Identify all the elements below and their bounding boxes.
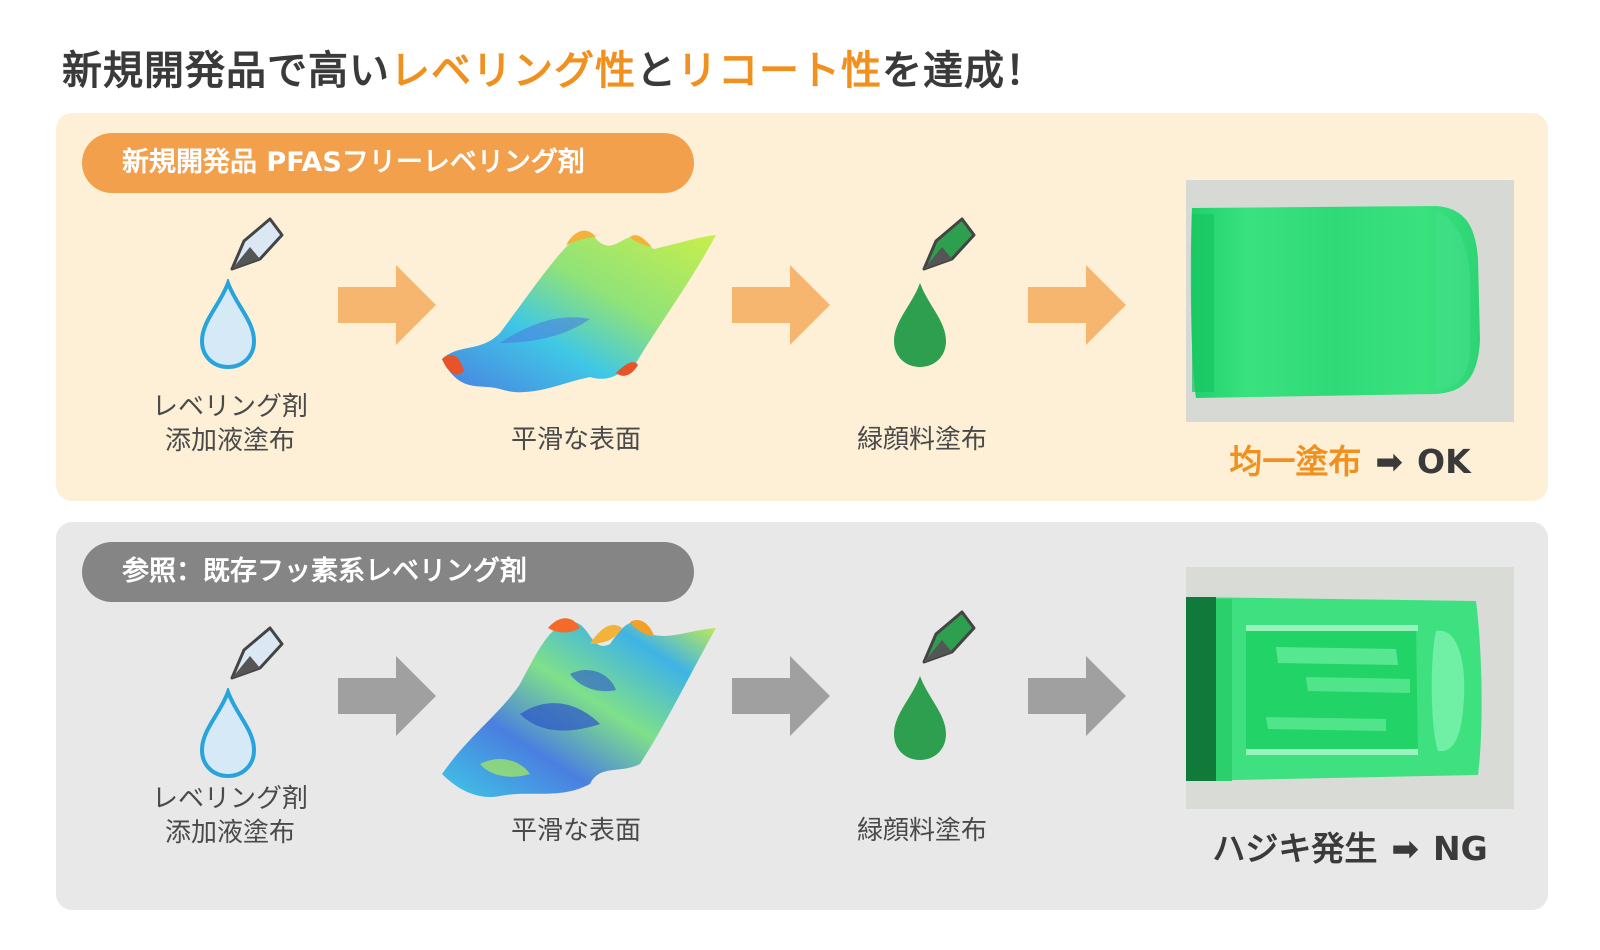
step1-caption: レベリング剤 添加液塗布	[140, 782, 320, 850]
panel-label: 参照：既存フッ素系レベリング剤	[82, 542, 694, 602]
pipette-icon	[230, 626, 284, 680]
step1-caption: レベリング剤 添加液塗布	[140, 390, 320, 458]
title-part: を達成！	[882, 48, 1046, 94]
page-title: 新規開発品で高いレベリング性とリコート性を達成！	[62, 38, 1046, 96]
arrow-right-icon: ➡	[1391, 829, 1419, 868]
step2-caption: 平滑な表面	[510, 816, 641, 846]
arrow-right-icon	[1028, 265, 1126, 345]
result-main: ハジキ発生	[1212, 829, 1378, 868]
green-droplet-icon	[894, 283, 946, 367]
step2-caption: 平滑な表面	[510, 425, 641, 455]
caption-line: 添加液塗布	[164, 818, 295, 848]
panel-label: 新規開発品 PFASフリーレベリング剤	[82, 133, 694, 193]
arrow-right-icon	[732, 656, 830, 736]
result-main: 均一塗布	[1229, 442, 1362, 481]
pipette-icon	[922, 610, 976, 664]
title-highlight-recoat: リコート性	[677, 48, 882, 94]
panel-reference: 参照：既存フッ素系レベリング剤 レベリング剤 添加液塗布 平滑な表	[56, 522, 1548, 910]
arrow-right-icon	[732, 265, 830, 345]
caption-line: レベリング剤	[151, 784, 308, 814]
surface-heatmap-icon	[442, 230, 716, 393]
water-droplet-icon	[199, 279, 257, 370]
title-part: 新規開発品で高い	[62, 48, 390, 94]
panel-new-product: 新規開発品 PFASフリーレベリング剤 レベリング剤 添加液塗布 平滑	[56, 113, 1548, 501]
result-label: ハジキ発生 ➡ NG	[1186, 822, 1514, 870]
title-highlight-leveling: レベリング性	[390, 48, 636, 94]
arrow-right-icon	[338, 656, 436, 736]
coating-photo	[1186, 180, 1514, 422]
result-verdict: NG	[1432, 829, 1488, 868]
title-part: と	[636, 48, 677, 94]
arrow-right-icon	[1028, 656, 1126, 736]
step3-caption: 緑顔料塗布	[856, 816, 987, 846]
result-label: 均一塗布 ➡ OK	[1186, 435, 1514, 483]
caption-line: レベリング剤	[151, 392, 308, 422]
result-verdict: OK	[1417, 442, 1471, 481]
arrow-right-icon: ➡	[1375, 442, 1404, 481]
coating-photo	[1186, 567, 1514, 809]
step3-caption: 緑顔料塗布	[856, 425, 987, 455]
pipette-icon	[230, 217, 284, 271]
surface-heatmap-icon	[442, 618, 716, 798]
green-droplet-icon	[894, 676, 946, 760]
caption-line: 添加液塗布	[164, 426, 295, 456]
water-droplet-icon	[199, 688, 257, 779]
arrow-right-icon	[338, 265, 436, 345]
pipette-icon	[922, 217, 976, 271]
